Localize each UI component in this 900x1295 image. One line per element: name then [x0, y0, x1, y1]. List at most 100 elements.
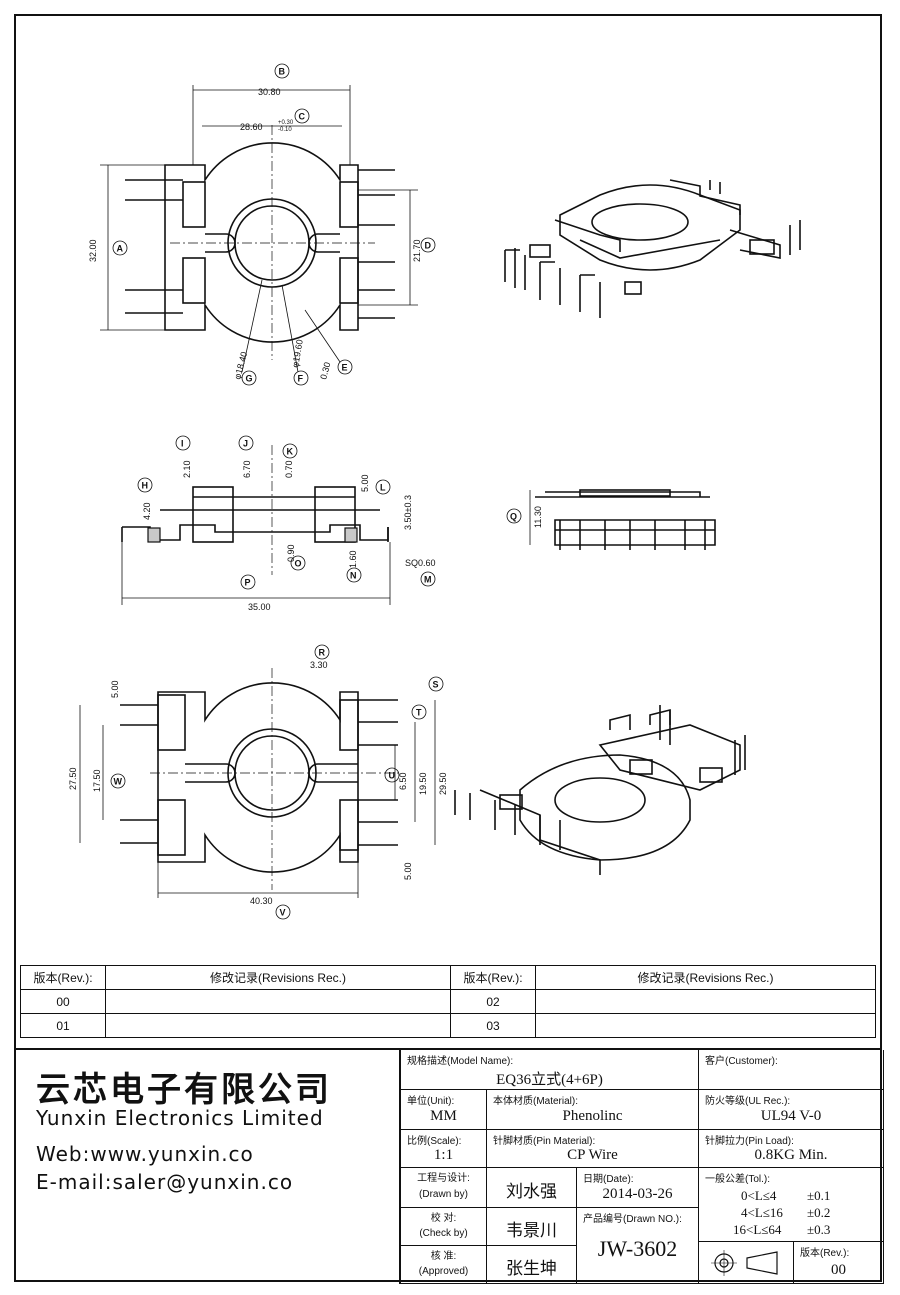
model-name-value: EQ36立式(4+6P) — [496, 1072, 603, 1088]
dim-30-80: 30.80 — [258, 87, 281, 97]
scale-caption: 比例(Scale): — [407, 1136, 462, 1147]
drawn-caption-1: 工程与设计: — [417, 1173, 470, 1184]
isometric-view-top — [504, 179, 801, 318]
rev-cell: 02 — [450, 989, 536, 1014]
bottom-view: 40.30 27.50 17.50 5.00 3.30 6.50 19.50 2… — [68, 644, 448, 920]
revision-row: 00 02 — [20, 989, 876, 1014]
check-caption-2: (Check by) — [419, 1228, 468, 1239]
scale-cell: 比例(Scale): 1:1 — [401, 1130, 487, 1168]
dim-35-00: 35.00 — [248, 602, 271, 612]
side-view-right: 11.30 Q — [506, 489, 716, 550]
callout-i: I — [181, 439, 184, 449]
drawn-no-cell: 产品编号(Drawn NO.): JW-3602 — [577, 1208, 699, 1284]
callout-r: R — [319, 648, 326, 658]
dim-6-50: 6.50 — [398, 772, 408, 790]
dim-6-70: 6.70 — [242, 460, 252, 478]
dim-1-60: 1.60 — [348, 550, 358, 568]
approved-by-value: 张生坤 — [506, 1259, 557, 1279]
callout-o: O — [295, 559, 302, 569]
dim-27-50: 27.50 — [68, 767, 78, 790]
date-cell: 日期(Date): 2014-03-26 — [577, 1168, 699, 1208]
rev-cell: 03 — [450, 1013, 536, 1038]
callout-p: P — [245, 578, 251, 588]
callout-t: T — [416, 708, 422, 718]
rev-header-left: 版本(Rev.): — [20, 965, 106, 990]
date-value: 2014-03-26 — [602, 1186, 673, 1202]
revision-table: 版本(Rev.): 修改记录(Revisions Rec.) 版本(Rev.):… — [20, 965, 876, 1038]
drawn-caption-2: (Drawn by) — [419, 1189, 468, 1200]
rec-cell — [535, 989, 876, 1014]
rev-caption: 版本(Rev.): — [800, 1248, 850, 1259]
dim-11-30: 11.30 — [533, 506, 543, 528]
rev-header-right: 版本(Rev.): — [450, 965, 536, 990]
drawn-caption-cell: 工程与设计: (Drawn by) — [401, 1168, 487, 1208]
tol-value-1: ±0.1 — [807, 1188, 831, 1203]
callout-d: D — [425, 241, 432, 251]
drawn-no-value: JW-3602 — [597, 1236, 678, 1261]
material-caption: 本体材质(Material): — [493, 1096, 579, 1107]
company-name-en: Yunxin Electronics Limited — [36, 1106, 324, 1130]
rev-cell-title: 版本(Rev.): 00 — [794, 1242, 884, 1284]
dim-3-50: 3.50±0.3 — [403, 495, 413, 530]
tol-range-1: 0<L≤4 — [741, 1188, 777, 1203]
callout-m: M — [424, 575, 432, 585]
date-caption: 日期(Date): — [583, 1174, 634, 1185]
unit-caption: 单位(Unit): — [407, 1096, 455, 1107]
pin-load-caption: 针脚拉力(Pin Load): — [705, 1136, 794, 1147]
pin-load-value: 0.8KG Min. — [754, 1147, 828, 1163]
dim-0-90: 0.90 — [286, 544, 296, 562]
callout-s: S — [433, 680, 439, 690]
technical-drawing: 30.80 28.60 +0.30 -0.10 32.00 21.70 φ18.… — [68, 63, 801, 920]
dim-0-30: 0.30 — [318, 361, 332, 381]
tolerance-cell: 一般公差(Tol.): 0<L≤4 ±0.1 4<L≤16 ±0.2 16<L≤… — [699, 1168, 884, 1242]
dim-21-70: 21.70 — [412, 239, 422, 262]
tol-value-3: ±0.3 — [807, 1222, 831, 1237]
pin-load-cell: 针脚拉力(Pin Load): 0.8KG Min. — [699, 1130, 884, 1168]
scale-value: 1:1 — [433, 1147, 454, 1163]
revision-row: 01 03 — [20, 1013, 876, 1038]
callout-n: N — [350, 571, 357, 581]
rec-header-left: 修改记录(Revisions Rec.) — [105, 965, 451, 990]
approved-by-cell: 张生坤 — [487, 1246, 577, 1284]
dim-29-50: 29.50 — [438, 772, 448, 795]
company-info: 云芯电子有限公司 Yunxin Electronics Limited Web:… — [24, 1050, 409, 1284]
top-view: 30.80 28.60 +0.30 -0.10 32.00 21.70 φ18.… — [88, 63, 436, 386]
dim-4-20: 4.20 — [142, 502, 152, 520]
drawn-no-caption: 产品编号(Drawn NO.): — [583, 1214, 682, 1225]
callout-k: K — [287, 447, 294, 457]
ul-value: UL94 V-0 — [760, 1108, 822, 1124]
dim-5-00-side: 5.00 — [360, 474, 370, 492]
check-by-cell: 韦景川 — [487, 1208, 577, 1246]
approved-caption-2: (Approved) — [418, 1266, 469, 1277]
callout-g: G — [246, 374, 253, 384]
model-name-cell: 规格描述(Model Name): EQ36立式(4+6P) — [401, 1050, 699, 1090]
dim-17-50: 17.50 — [92, 769, 102, 792]
rec-header-right: 修改记录(Revisions Rec.) — [535, 965, 876, 990]
customer-cell: 客户(Customer): — [699, 1050, 884, 1090]
title-grid: 规格描述(Model Name): EQ36立式(4+6P) 客户(Custom… — [399, 1050, 884, 1284]
check-caption-cell: 校 对: (Check by) — [401, 1208, 487, 1246]
unit-value: MM — [430, 1108, 457, 1124]
rev-cell: 00 — [20, 989, 106, 1014]
drawn-by-cell: 刘水强 — [487, 1168, 577, 1208]
callout-b: B — [279, 67, 286, 77]
company-name-cn: 云芯电子有限公司 — [36, 1070, 332, 1110]
check-by-value: 韦景川 — [506, 1221, 557, 1241]
third-angle-projection-icon — [711, 1250, 778, 1276]
tolerance-caption: 一般公差(Tol.): — [705, 1174, 770, 1185]
tol-range-3: 16<L≤64 — [733, 1222, 782, 1237]
rec-cell — [105, 989, 451, 1014]
callout-q: Q — [510, 512, 517, 522]
model-name-caption: 规格描述(Model Name): — [407, 1056, 514, 1067]
drawing-frame — [14, 14, 882, 1282]
dim-19-50: 19.50 — [418, 772, 428, 795]
rec-cell — [105, 1013, 451, 1038]
customer-caption: 客户(Customer): — [705, 1056, 778, 1067]
callout-v: V — [280, 908, 286, 918]
revision-header-row: 版本(Rev.): 修改记录(Revisions Rec.) 版本(Rev.):… — [20, 965, 876, 990]
title-block: 云芯电子有限公司 Yunxin Electronics Limited Web:… — [14, 1048, 884, 1284]
projection-symbol-cell — [699, 1242, 794, 1284]
unit-cell: 单位(Unit): MM — [401, 1090, 487, 1130]
side-view: 35.00 2.10 6.70 0.70 5.00 4.20 3.50±0.3 … — [121, 435, 436, 612]
callout-e: E — [342, 363, 348, 373]
